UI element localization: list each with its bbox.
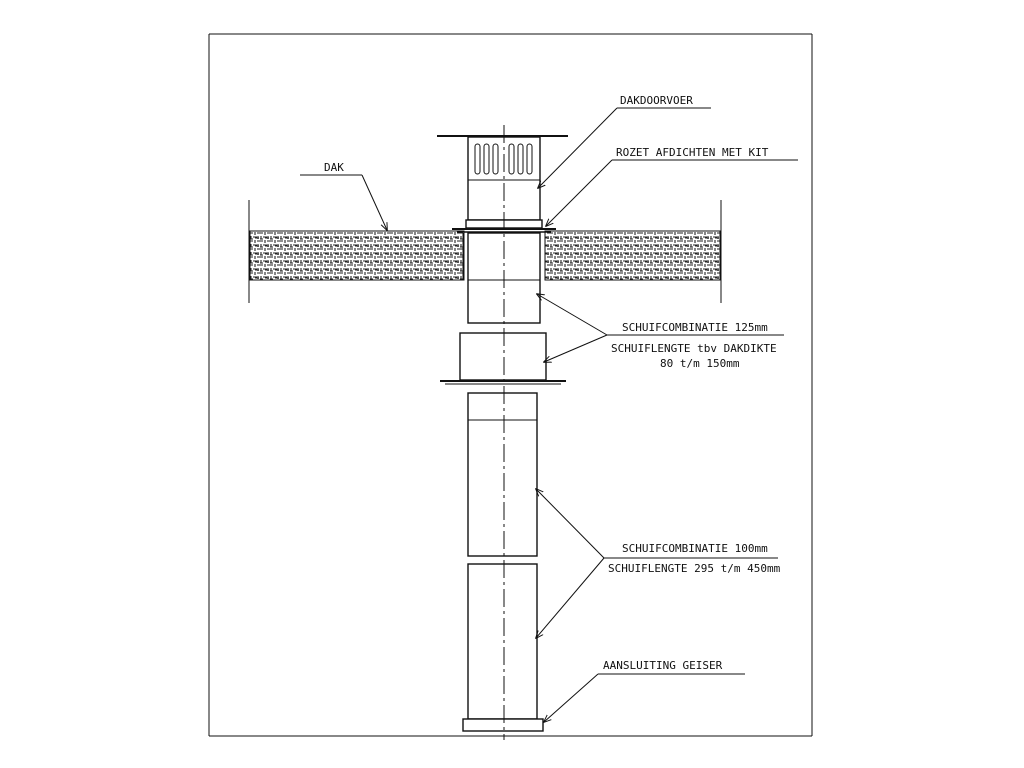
label-range-80-150: 80 t/m 150mm (660, 357, 740, 370)
label-dak: DAK (324, 161, 344, 174)
leader-rozet (546, 159, 798, 226)
label-aansluiting: AANSLUITING GEISER (603, 659, 723, 672)
label-schuif100: SCHUIFCOMBINATIE 100mm (622, 542, 768, 555)
pipe-100-lower (467, 563, 538, 720)
label-rozet: ROZET AFDICHTEN MET KIT (616, 146, 769, 159)
roof-hatch-right (544, 230, 721, 281)
label-schuiflengte-295: SCHUIFLENGTE 295 t/m 450mm (608, 562, 781, 575)
drawing-frame (208, 33, 813, 737)
leader-schuif125 (537, 294, 784, 362)
roof-hatch-left (249, 230, 465, 281)
leader-aansluiting (544, 673, 745, 722)
geyser-connection (462, 718, 544, 732)
roof-layer (248, 200, 722, 303)
leader-schuif100 (536, 489, 778, 638)
leader-dak (300, 174, 387, 230)
louvre-slots (474, 143, 533, 175)
label-dakdoorvoer: DAKDOORVOER (620, 94, 693, 107)
roof-terminal (437, 135, 568, 233)
label-schuiflengte-dak: SCHUIFLENGTE tbv DAKDIKTE (611, 342, 777, 355)
label-schuif125: SCHUIFCOMBINATIE 125mm (622, 321, 768, 334)
pipe-125-collar (440, 332, 566, 385)
leader-dakdoorvoer (538, 107, 711, 188)
pipe-100-upper (467, 392, 538, 557)
